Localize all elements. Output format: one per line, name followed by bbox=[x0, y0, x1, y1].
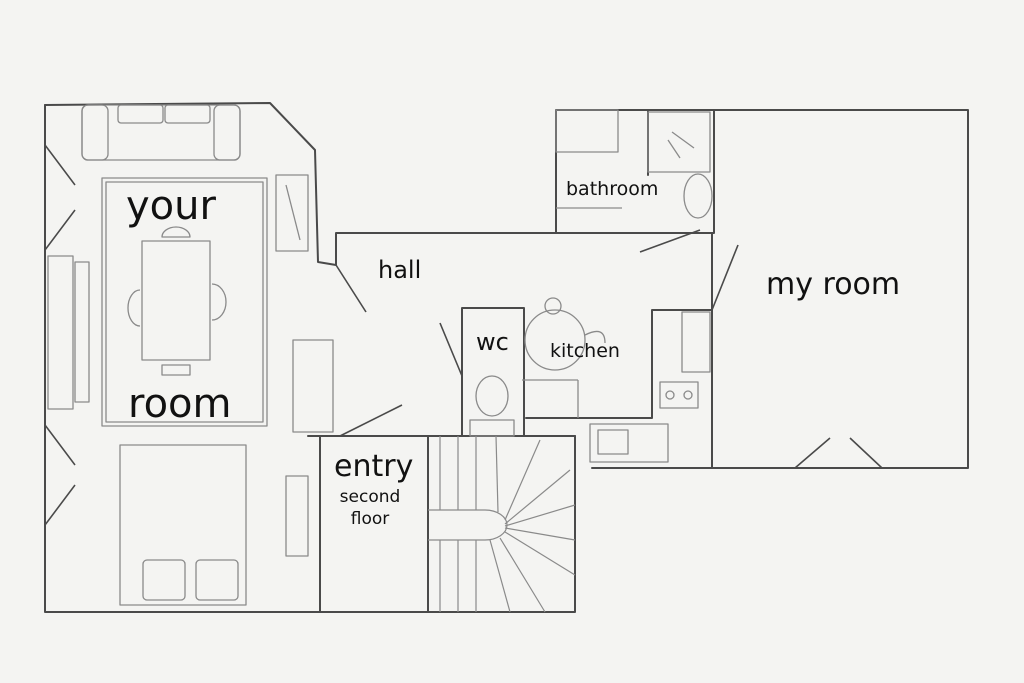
hall-door bbox=[335, 264, 367, 313]
your-room-door bbox=[44, 144, 76, 186]
doors bbox=[44, 144, 883, 526]
dining-table bbox=[141, 240, 211, 361]
kitchen-stool bbox=[544, 297, 562, 315]
bathroom-wall bbox=[555, 109, 715, 234]
entry-sublabel-line1: second bbox=[339, 487, 401, 507]
pillow-left bbox=[142, 559, 186, 601]
entry-door bbox=[339, 404, 403, 437]
your-room-door-2 bbox=[44, 209, 76, 251]
bathroom-door bbox=[639, 229, 701, 253]
wc-door bbox=[439, 322, 463, 377]
sofa-cushion-2 bbox=[164, 104, 211, 124]
stair-step-10 bbox=[499, 537, 546, 613]
wall-shelf bbox=[275, 174, 309, 252]
shower bbox=[647, 111, 711, 173]
entry-sublabel: second floor bbox=[334, 486, 406, 530]
entry-sublabel-line2: floor bbox=[350, 509, 390, 530]
entry-label: entry bbox=[334, 449, 414, 484]
wc-wall bbox=[461, 307, 525, 437]
rug bbox=[101, 177, 268, 427]
kitchen-stool-2 bbox=[584, 330, 606, 344]
stove-burner-2 bbox=[683, 390, 693, 400]
stove-burner bbox=[665, 390, 675, 400]
kitchen-wall bbox=[525, 309, 713, 419]
my-room-label: my room bbox=[766, 267, 901, 302]
cabinet-left-2 bbox=[74, 261, 90, 403]
hall-cabinet bbox=[292, 339, 334, 433]
your-room-door-4 bbox=[44, 484, 76, 526]
wall-shelf-line bbox=[285, 184, 301, 241]
stair-step-5 bbox=[504, 439, 541, 521]
my-room-door-3 bbox=[849, 437, 883, 469]
your-room-door-3 bbox=[44, 424, 76, 466]
staircase bbox=[428, 435, 576, 613]
kitchen-sink bbox=[589, 423, 669, 463]
stair-step-8 bbox=[504, 527, 576, 541]
bed bbox=[119, 444, 247, 606]
bathroom-sink bbox=[683, 173, 713, 219]
sofa-armrest-right bbox=[213, 104, 241, 161]
toilet-bowl bbox=[475, 375, 509, 417]
chair-right bbox=[211, 283, 227, 321]
chair-left bbox=[127, 289, 141, 327]
entry-shelf bbox=[285, 475, 309, 557]
stair-step-6 bbox=[504, 469, 571, 525]
bath-counter bbox=[555, 109, 619, 153]
stove bbox=[659, 381, 699, 409]
your-room-label-bottom: room bbox=[128, 381, 232, 427]
your-room-wall-outline bbox=[44, 102, 641, 266]
fridge bbox=[681, 311, 711, 373]
my-room-door-2 bbox=[794, 437, 831, 469]
my-room-door bbox=[711, 244, 739, 311]
stair-handrail bbox=[428, 509, 508, 541]
kitchen-sink-basin bbox=[597, 429, 629, 455]
hall-label: hall bbox=[378, 256, 422, 284]
furniture bbox=[47, 104, 713, 606]
sofa-armrest-left bbox=[81, 104, 109, 161]
my-room-wall bbox=[591, 109, 969, 469]
bathroom-label: bathroom bbox=[566, 178, 659, 200]
kitchen-table bbox=[524, 309, 586, 371]
rug-inner bbox=[105, 181, 264, 423]
your-room-label-top: your bbox=[126, 183, 216, 229]
stair-step-4 bbox=[495, 435, 499, 513]
wc-label: wc bbox=[476, 328, 509, 356]
shower-line bbox=[667, 139, 681, 159]
stair-step-9 bbox=[504, 531, 576, 576]
kitchen-label: kitchen bbox=[550, 340, 620, 362]
toilet-tank bbox=[469, 419, 515, 437]
sofa bbox=[81, 104, 241, 161]
cabinet-left bbox=[47, 255, 74, 410]
shower-line-2 bbox=[671, 131, 695, 149]
stair-step-7 bbox=[504, 504, 576, 527]
chair-top bbox=[161, 226, 191, 238]
pillow-right bbox=[195, 559, 239, 601]
stair-step-11 bbox=[489, 539, 511, 613]
left-outer-wall bbox=[44, 104, 576, 613]
walls bbox=[44, 102, 969, 613]
sofa-cushion bbox=[117, 104, 164, 124]
chair-bottom bbox=[161, 364, 191, 376]
